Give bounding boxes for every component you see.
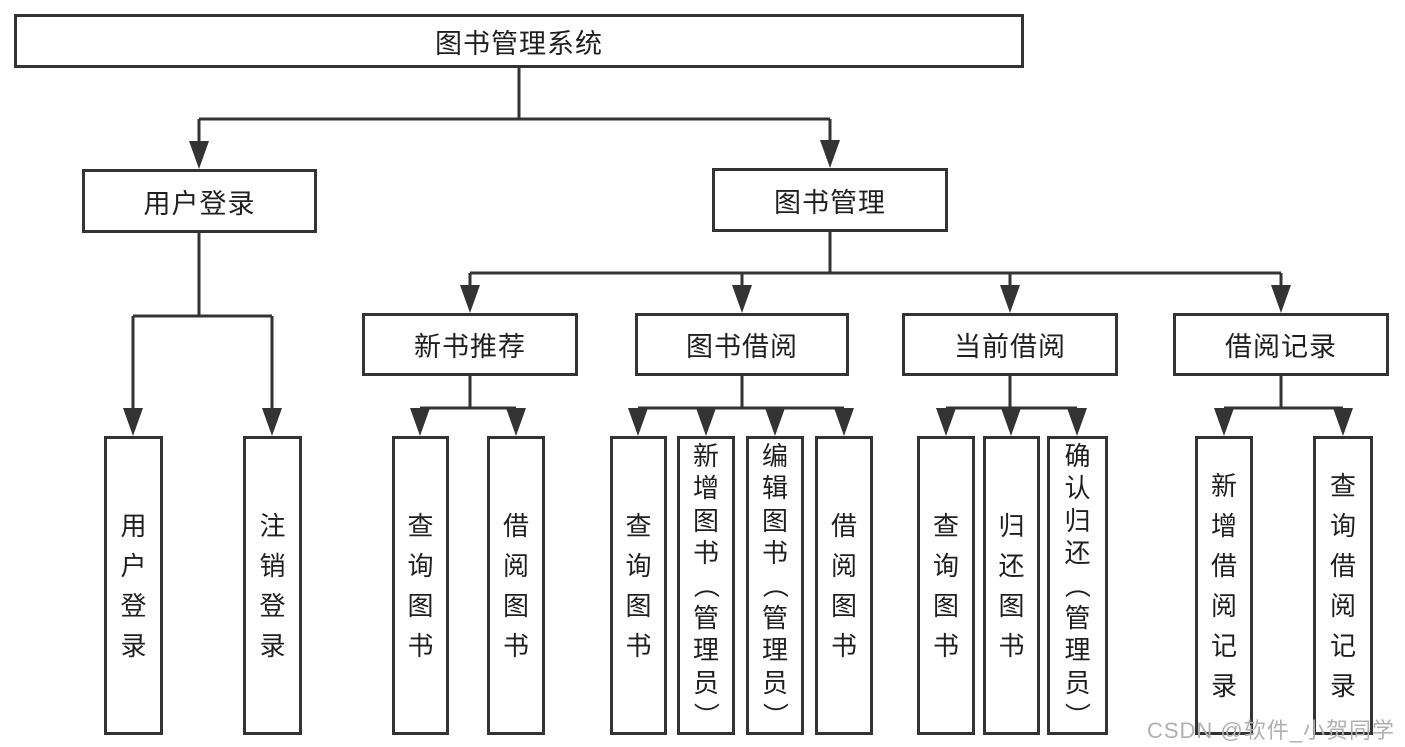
leaf-current-confirm-return-admin-label: 确认归还（管理员） [1062, 440, 1093, 729]
node-book-management: 图书管理 [712, 168, 948, 232]
node-root: 图书管理系统 [14, 14, 1024, 68]
leaf-current-query-books-label: 查询图书 [932, 510, 959, 661]
leaf-current-return-books-label: 归还图书 [998, 510, 1025, 661]
leaf-borrowing-borrow-books-label: 借阅图书 [830, 510, 857, 661]
leaf-newbooks-borrow-books: 借阅图书 [487, 436, 545, 735]
node-book-borrowing-label: 图书借阅 [686, 332, 798, 362]
leaf-borrowing-edit-books-admin: 编辑图书（管理员） [746, 436, 804, 735]
leaf-user-login: 用户登录 [104, 436, 163, 735]
leaf-newbooks-query-books-label: 查询图书 [407, 510, 434, 661]
node-new-book-recommend: 新书推荐 [362, 313, 578, 376]
leaf-current-confirm-return-admin: 确认归还（管理员） [1047, 436, 1108, 735]
leaf-current-query-books: 查询图书 [917, 436, 975, 735]
node-borrowing-records: 借阅记录 [1173, 313, 1389, 376]
leaf-borrowing-query-books-label: 查询图书 [625, 510, 652, 661]
node-user-login: 用户登录 [82, 169, 317, 233]
node-current-borrowing-label: 当前借阅 [954, 332, 1066, 362]
node-user-login-label: 用户登录 [143, 188, 256, 219]
node-borrowing-records-label: 借阅记录 [1225, 332, 1337, 362]
leaf-borrowing-add-books-admin-label: 新增图书（管理员） [690, 440, 721, 729]
leaf-borrowing-query-books: 查询图书 [610, 436, 667, 735]
leaf-logout-label: 注销登录 [259, 510, 286, 661]
leaf-records-query-record-label: 查询借阅记录 [1329, 470, 1356, 701]
leaf-borrowing-borrow-books: 借阅图书 [815, 436, 873, 735]
leaf-borrowing-add-books-admin: 新增图书（管理员） [677, 436, 735, 735]
leaf-borrowing-edit-books-admin-label: 编辑图书（管理员） [759, 440, 790, 729]
leaf-records-add-record-label: 新增借阅记录 [1210, 470, 1237, 701]
leaf-newbooks-borrow-books-label: 借阅图书 [502, 510, 529, 661]
node-current-borrowing: 当前借阅 [902, 313, 1118, 376]
node-new-book-recommend-label: 新书推荐 [414, 332, 526, 362]
leaf-records-add-record: 新增借阅记录 [1195, 436, 1253, 735]
node-book-management-label: 图书管理 [774, 187, 886, 218]
node-book-borrowing: 图书借阅 [635, 313, 849, 376]
leaf-user-login-label: 用户登录 [120, 510, 147, 661]
leaf-records-query-record: 查询借阅记录 [1313, 436, 1373, 735]
leaf-logout: 注销登录 [243, 436, 302, 735]
leaf-current-return-books: 归还图书 [983, 436, 1040, 735]
node-root-label: 图书管理系统 [435, 28, 603, 59]
watermark: CSDN @软件_小贺同学 [1146, 718, 1395, 743]
leaf-newbooks-query-books: 查询图书 [392, 436, 449, 735]
